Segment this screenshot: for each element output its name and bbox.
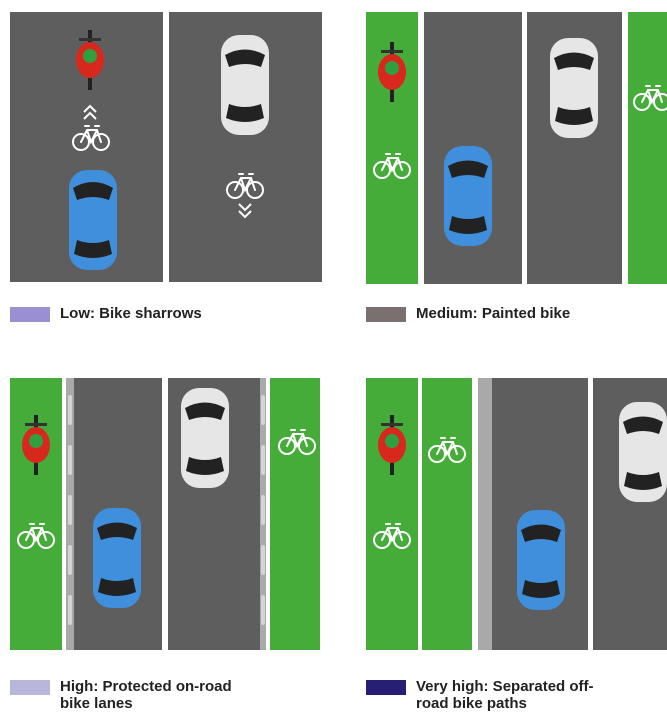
legend-swatch	[10, 307, 50, 322]
car-icon	[93, 508, 141, 608]
sharrow-chevron-icon	[239, 204, 251, 217]
legend-swatch	[366, 307, 406, 322]
bicycle-icon	[73, 126, 109, 150]
cyclist-icon	[76, 30, 104, 90]
legend-label: High: Protected on-road bike lanes	[60, 678, 260, 712]
legend-label: Medium: Painted bike	[416, 305, 570, 322]
legend-label: Very high: Separated off-road bike paths	[416, 678, 626, 712]
car-icon	[619, 402, 667, 502]
sharrow-chevron-icon	[84, 106, 96, 119]
car-icon	[444, 146, 492, 246]
bicycle-icon	[429, 438, 465, 462]
bicycle-icon	[279, 430, 315, 454]
bicycle-icon	[18, 524, 54, 548]
car-icon	[517, 510, 565, 610]
bicycle-icon	[374, 154, 410, 178]
legend-high: High: Protected on-road bike lanes	[10, 678, 290, 712]
bicycle-icon	[374, 524, 410, 548]
legend-swatch	[366, 680, 406, 695]
cyclist-icon	[22, 415, 50, 475]
legend-medium: Medium: Painted bike	[366, 305, 570, 322]
car-icon	[181, 388, 229, 488]
car-icon	[550, 38, 598, 138]
car-icon	[69, 170, 117, 270]
cyclist-icon	[378, 42, 406, 102]
legend-low: Low: Bike sharrows	[10, 305, 202, 322]
car-icon	[221, 35, 269, 135]
legend-swatch	[10, 680, 50, 695]
legend-label: Low: Bike sharrows	[60, 305, 202, 322]
cyclist-icon	[378, 415, 406, 475]
bicycle-icon	[227, 174, 263, 198]
bicycle-icon	[634, 86, 667, 110]
legend-very-high: Very high: Separated off-road bike paths	[366, 678, 656, 712]
